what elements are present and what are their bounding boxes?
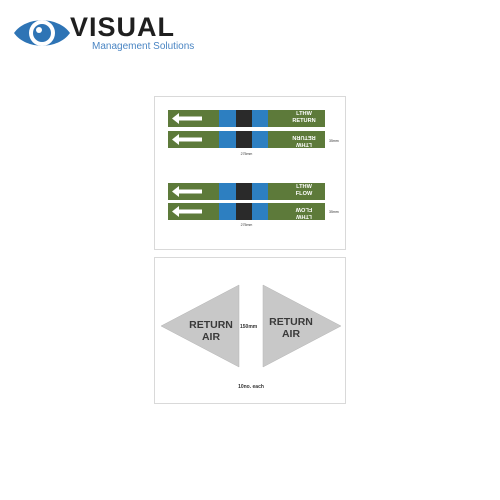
pipe-marker-lthw-return-inverted: LTHW RETURN [168, 131, 325, 148]
pipe-marker-sheet: LTHW RETURN LTHW RETURN 35mm 275mm LTHW … [154, 96, 346, 250]
marker-label: LTHW FLOW [295, 184, 313, 197]
marker-width-note: 275mm [240, 223, 253, 227]
pipe-marker-lthw-flow-inverted: LTHW FLOW [168, 203, 325, 220]
arrow-dimension-note: 150mm [240, 324, 258, 330]
right-arrow-label: RETURN AIR [269, 316, 313, 340]
marker-label: LTHW RETURN [292, 111, 316, 124]
airflow-arrows [160, 284, 342, 368]
right-arrow-icon [262, 284, 342, 368]
left-arrow-icon [172, 134, 202, 145]
marker-label: LTHW FLOW [295, 206, 313, 219]
marker-label: LTHW RETURN [292, 134, 316, 147]
marker-width-note: 275mm [240, 152, 253, 156]
left-arrow-icon [172, 186, 202, 197]
left-arrow-icon [172, 113, 202, 124]
quantity-note: 10no. each [238, 384, 264, 390]
pipe-marker-lthw-flow: LTHW FLOW [168, 183, 325, 200]
left-arrow-icon [160, 284, 240, 368]
brand-subtitle: Management Solutions [92, 41, 195, 52]
black-band [236, 110, 252, 127]
black-band [236, 203, 252, 220]
marker-height-note: 35mm [329, 139, 339, 143]
black-band [236, 131, 252, 148]
left-arrow-icon [172, 206, 202, 217]
airflow-arrow-sheet: RETURN AIR RETURN AIR 150mm 10no. each [154, 257, 346, 404]
brand-logo: VISUAL Management Solutions [12, 10, 212, 56]
brand-name: VISUAL [70, 12, 176, 42]
eye-logo-icon [14, 20, 70, 46]
black-band [236, 183, 252, 200]
marker-height-note: 35mm [329, 210, 339, 214]
pipe-marker-lthw-return: LTHW RETURN [168, 110, 325, 127]
left-arrow-label: RETURN AIR [189, 319, 233, 343]
